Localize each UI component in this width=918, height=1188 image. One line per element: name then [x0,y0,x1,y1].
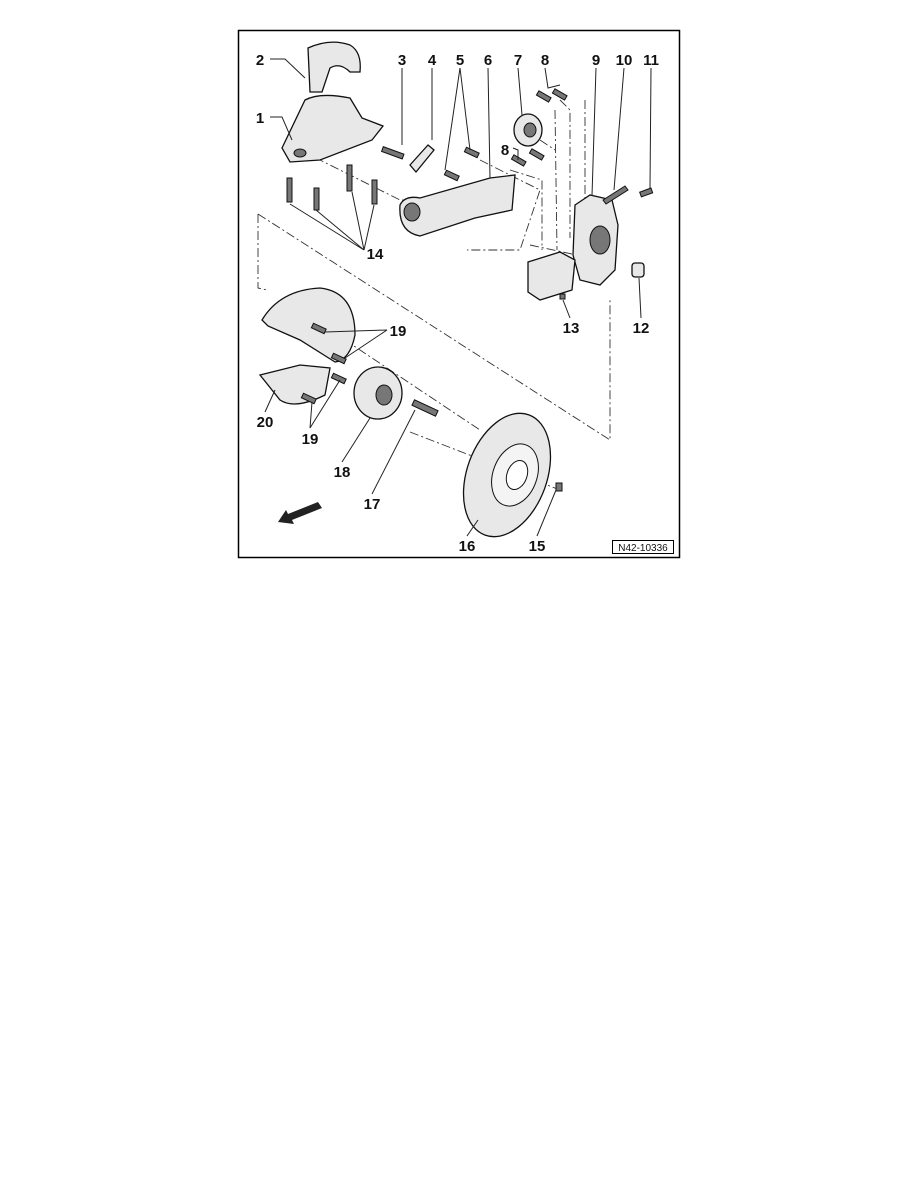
callout-11: 11 [643,52,659,69]
part-11-bolt [639,187,654,198]
part-17-bolt [411,399,439,417]
callout-13: 13 [563,320,580,337]
part-19-bolts [300,322,347,405]
callout-6: 6 [484,52,492,69]
callout-14: 14 [367,246,384,263]
part-10-sensor [602,185,629,205]
callout-15: 15 [529,538,546,555]
part-1-mount [281,94,385,163]
part-4-link [409,144,435,174]
callout-10: 10 [616,52,633,69]
callout-20: 20 [257,414,274,431]
callout-19-upper: 19 [390,323,407,340]
part-15-screw [555,482,563,492]
leader-lines [264,58,652,537]
part-13-nut [559,293,566,300]
callout-8-lower: 8 [501,142,509,159]
part-9-wheel-bearing-housing [527,194,619,301]
callout-9: 9 [592,52,600,69]
part-7-bearing [513,113,543,147]
part-8-bolts [510,88,568,167]
callout-7: 7 [514,52,522,69]
callout-8: 8 [541,52,549,69]
callout-5: 5 [456,52,464,69]
part-3-bolt [380,146,405,160]
part-6-trailing-arm [399,174,516,237]
reference-code: N42-10336 [618,543,668,554]
callout-4: 4 [428,52,437,69]
callout-2: 2 [256,52,264,69]
callout-1: 1 [256,110,264,127]
reference-code-box [612,540,674,554]
arrow-forward-travel-direction-icon [278,502,322,524]
callout-16: 16 [459,538,476,555]
part-12-bushing [631,262,645,278]
part-5-bolts [443,146,480,182]
callout-19-lower: 19 [302,431,319,448]
part-20-splash-shield [258,287,356,405]
part-18-hub [353,366,403,420]
part-2-cover [307,41,361,93]
callout-17: 17 [364,496,381,513]
callout-12: 12 [633,320,650,337]
part-16-brake-disc [462,412,552,538]
callout-3: 3 [398,52,406,69]
callout-18: 18 [334,464,351,481]
